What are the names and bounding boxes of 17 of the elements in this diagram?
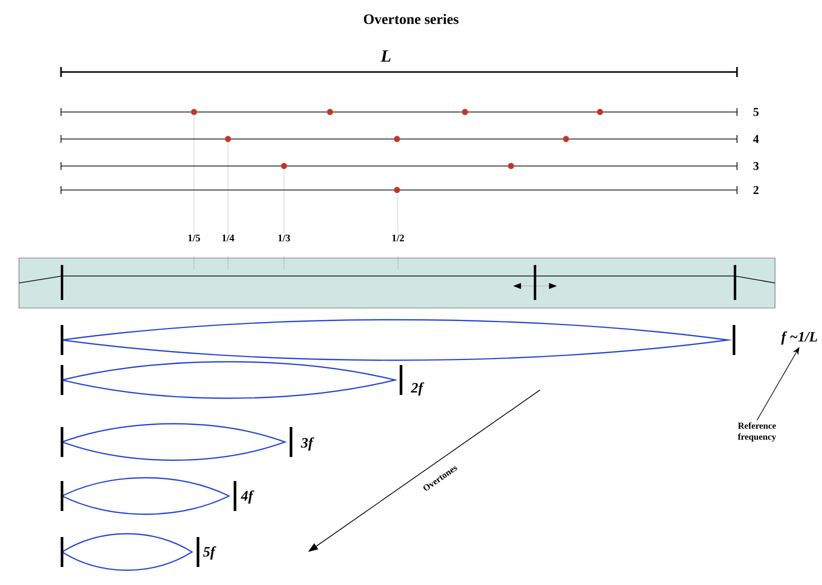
row-number: 2	[754, 186, 758, 194]
leader-line	[396, 192, 398, 233]
row-number: 4	[753, 135, 759, 143]
fraction-label: 1/5	[188, 234, 200, 242]
note-text: Reference frequency	[738, 422, 776, 442]
fraction-label: 1/2	[392, 234, 404, 242]
harmonic-label: 3f	[300, 437, 314, 451]
harmonic-label: 5f	[203, 546, 216, 560]
fraction-label: 1/3	[278, 234, 290, 242]
dimension-label: L	[380, 50, 391, 62]
row-number: 3	[753, 162, 759, 170]
title: Overtone series	[364, 14, 458, 24]
fraction-label: 1/4	[222, 234, 234, 242]
row-number: 5	[754, 108, 759, 116]
harmonic-label: 2f	[410, 382, 424, 396]
frequency-label: f ~1/L	[781, 331, 818, 345]
harmonic-label: 4f	[240, 490, 254, 504]
